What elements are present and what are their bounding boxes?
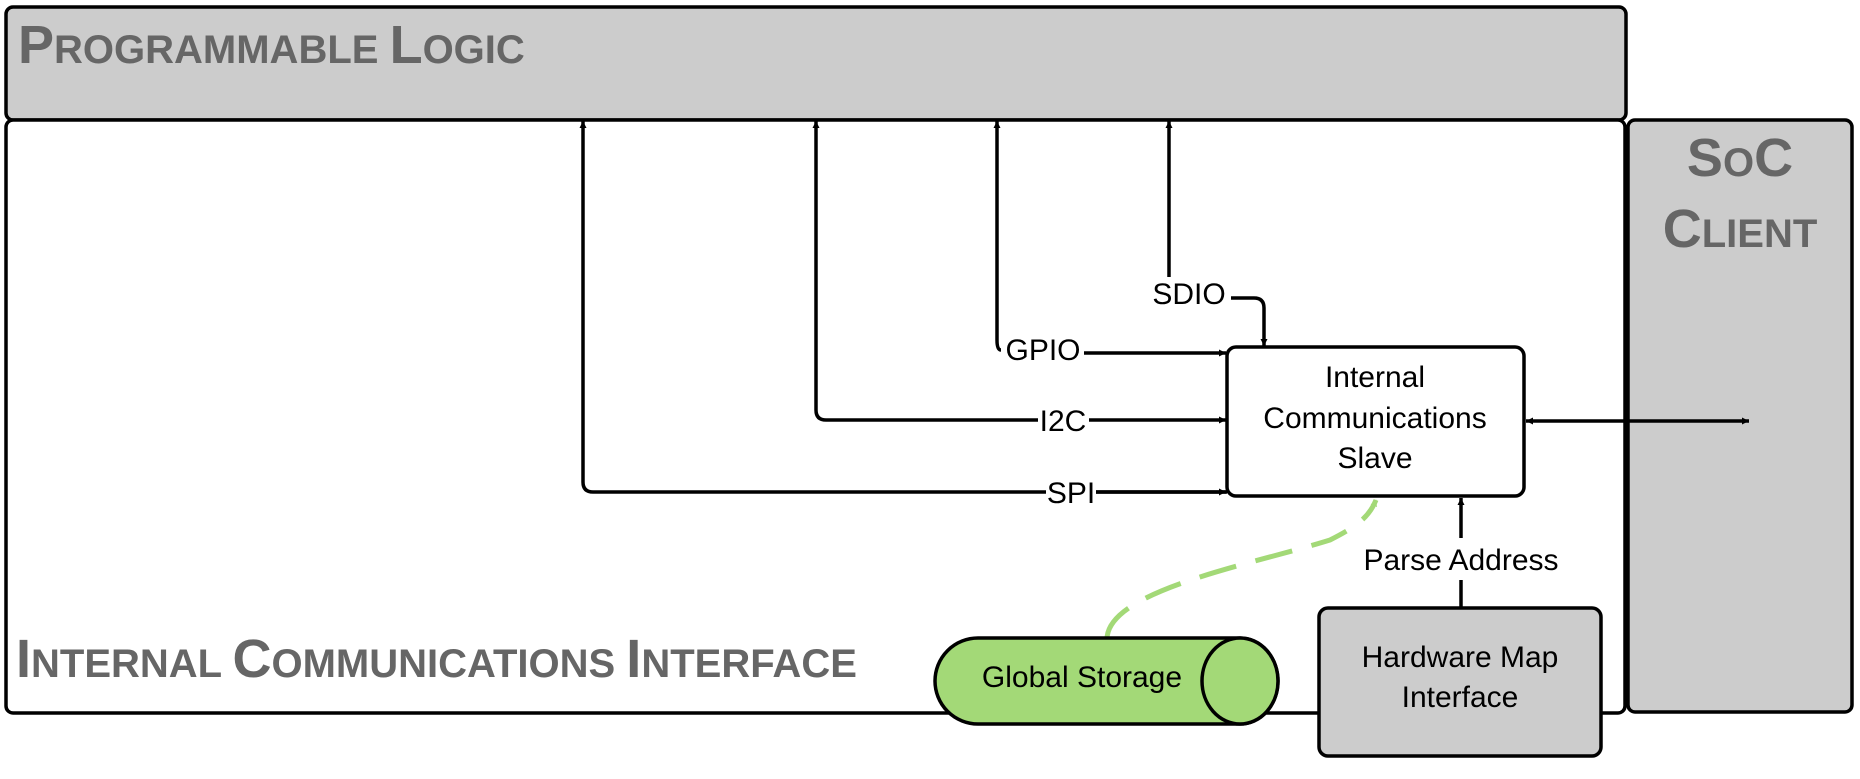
programmable-logic-title: PROGRAMMABLE LOGIC [18,15,525,75]
spi-edge[interactable]: SPI [583,121,1227,510]
hmi-label-line2: Interface [1402,681,1519,714]
soc-client-title-line2: CLIENT [1663,199,1818,259]
i2c-edge[interactable]: I2C [812,121,1226,438]
internal-communications-slave-node[interactable]: Internal Communications Slave [1225,345,1526,498]
hmi-label-line1: Hardware Map [1362,641,1559,674]
internal-communications-interface-title: INTERNAL COMMUNICATIONS INTERFACE [16,629,857,689]
ics-label-line2: Communications [1263,402,1486,435]
global-storage-label: Global Storage [982,661,1182,694]
gpio-edge[interactable]: GPIO [993,121,1226,367]
ics-label-line3: Slave [1337,442,1412,475]
sdio-edge[interactable]: SDIO [1152,121,1268,346]
gpio-label: GPIO [1005,334,1080,367]
global-storage-node[interactable]: Global Storage [933,636,1280,726]
hardware-map-interface-node[interactable]: Hardware Map Interface [1317,606,1603,758]
internal-communications-interface-container[interactable]: INTERNAL COMMUNICATIONS INTERFACE [4,118,1627,715]
cylinder-end-cap [1200,636,1280,726]
sdio-label: SDIO [1152,278,1225,311]
programmable-logic-container[interactable]: PROGRAMMABLE LOGIC [4,5,1628,122]
parse-address-edge[interactable]: Parse Address [1363,498,1559,607]
spi-label: SPI [1047,477,1095,510]
soc-client-title-line1: SOC [1687,128,1793,188]
storage-link-edge[interactable] [1104,499,1379,639]
soc-client-container[interactable]: SOC CLIENT [1626,118,1854,714]
parse-address-label: Parse Address [1363,544,1558,577]
i2c-label: I2C [1040,405,1087,438]
ics-label-line1: Internal [1325,361,1425,394]
